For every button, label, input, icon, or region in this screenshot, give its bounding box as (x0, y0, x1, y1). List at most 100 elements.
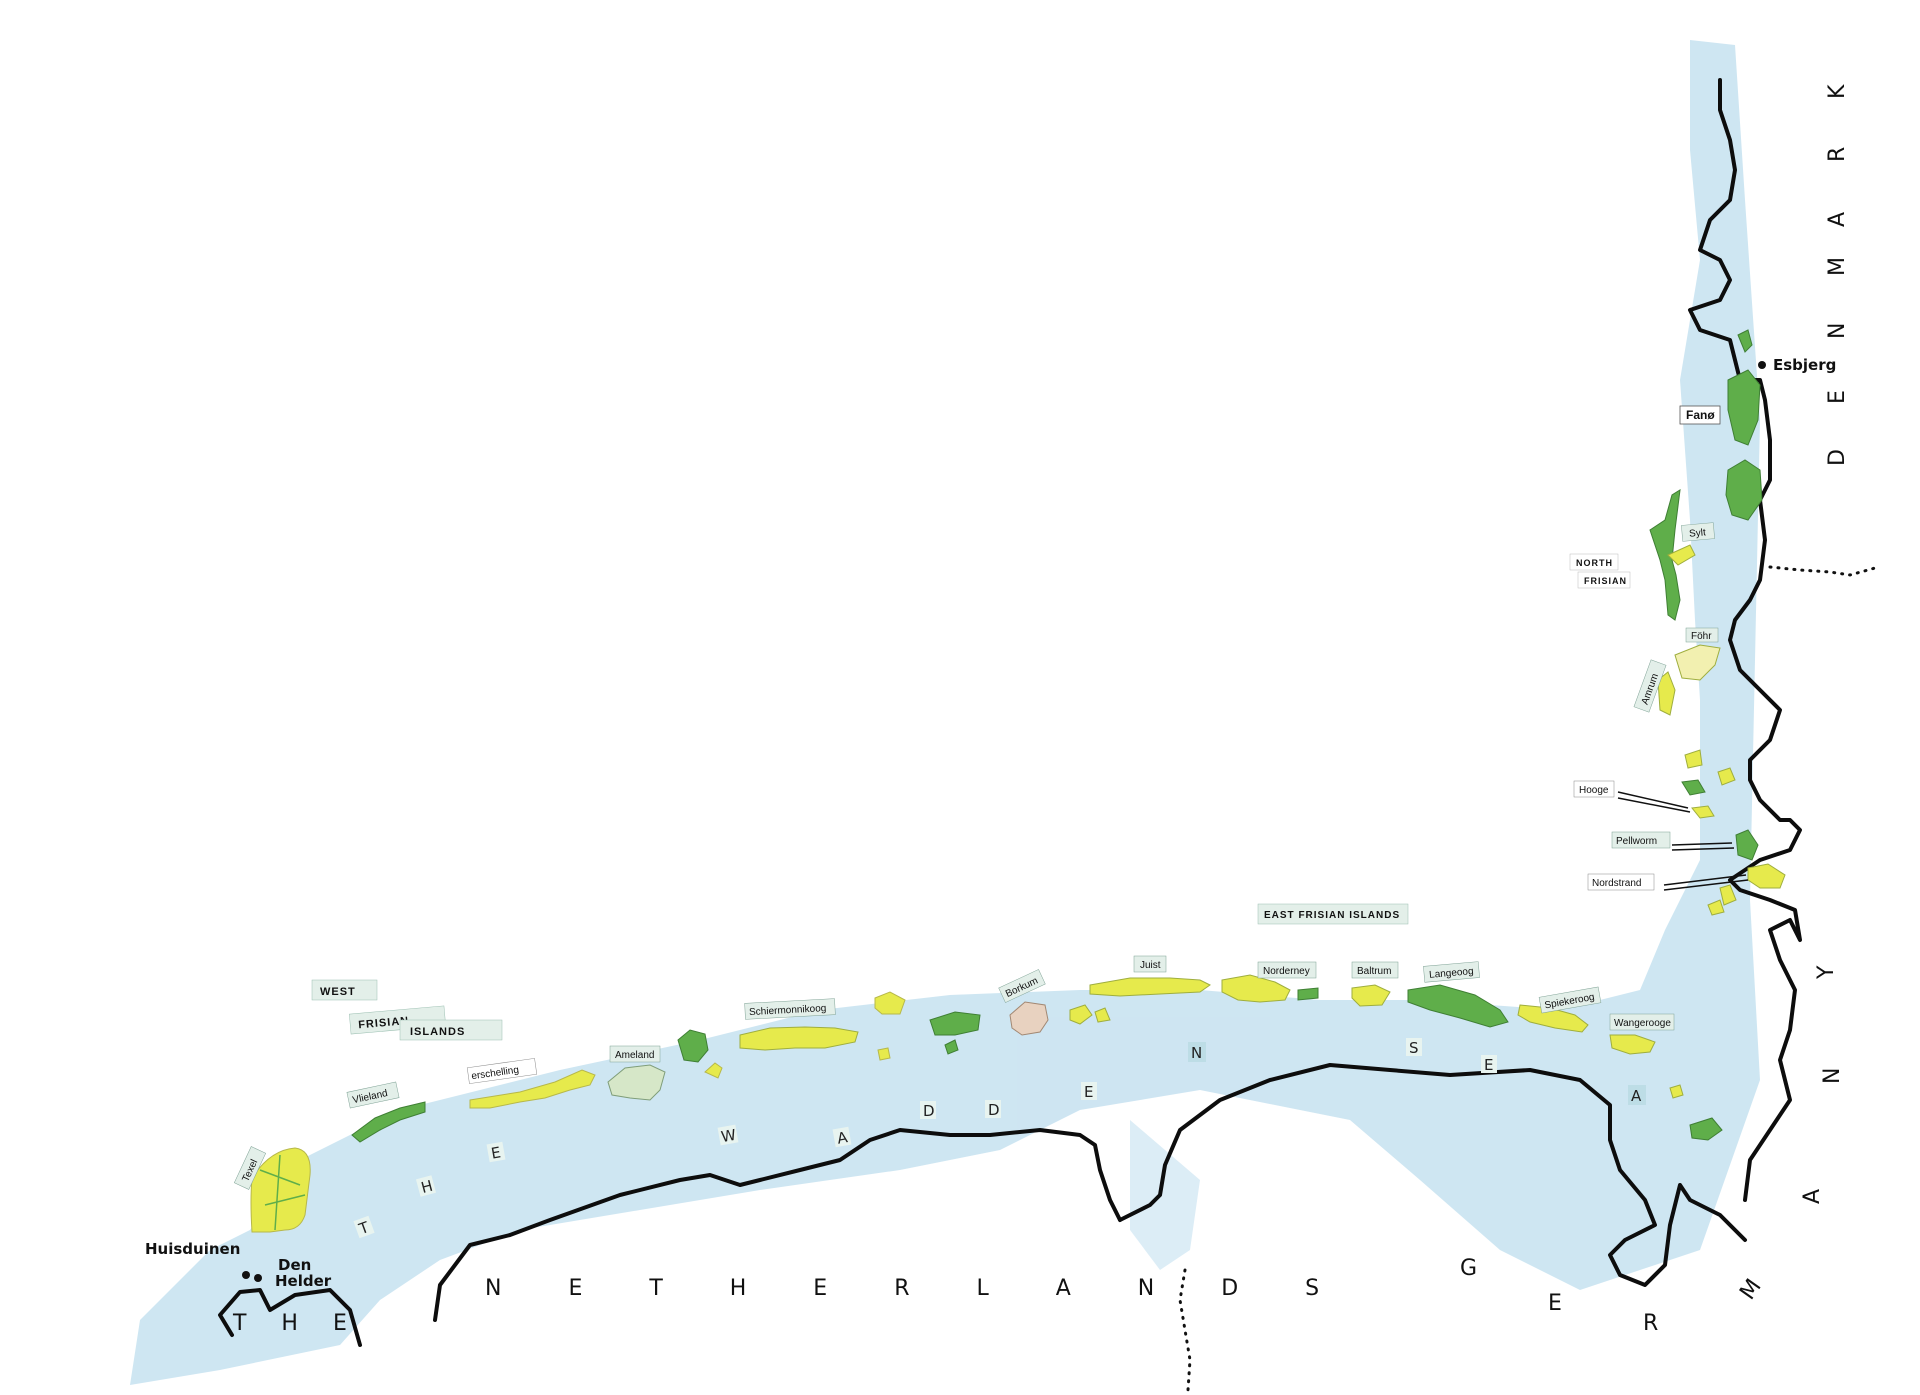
label-sylt[interactable]: Sylt (1681, 522, 1715, 542)
svg-text:WEST: WEST (320, 986, 356, 998)
country-germany-letter-7: Y (1814, 964, 1839, 980)
svg-text:W: W (720, 1126, 738, 1146)
label-vlieland[interactable]: Vlieland (346, 1081, 400, 1109)
label-pellworm[interactable]: Pellworm (1611, 831, 1671, 849)
label-north-frisian-1: NORTH (1569, 553, 1619, 571)
country-germany-letter-1: G (1460, 1256, 1479, 1281)
island-fohr[interactable] (1674, 644, 1721, 681)
town-den-helder-line1: Den (278, 1256, 311, 1274)
country-denmark-letter-4: M (1825, 255, 1850, 276)
label-langeoog[interactable]: Langeoog (1423, 961, 1480, 983)
label-north-frisian-2: FRISIAN (1577, 571, 1631, 589)
island-schiermonnikoog[interactable] (739, 1026, 859, 1051)
island-romo (1725, 459, 1763, 521)
sea-tile-8: E (1081, 1082, 1097, 1101)
sea-tile-12: A (1628, 1085, 1646, 1105)
svg-text:NORTH: NORTH (1576, 558, 1613, 568)
svg-text:Pellworm: Pellworm (1616, 836, 1657, 847)
islet-memmert (1069, 1004, 1093, 1025)
country-netherlands-prefix: T H E (232, 1311, 361, 1336)
sea-tile-2: H (415, 1175, 437, 1197)
leader-lines (1617, 791, 1749, 891)
label-baltrum[interactable]: Baltrum (1351, 961, 1399, 979)
svg-text:Schiermonnikoog: Schiermonnikoog (749, 1003, 827, 1018)
island-nordstrand[interactable] (1747, 863, 1786, 889)
island-sylt-spit (1667, 544, 1696, 566)
island-hooge[interactable] (1691, 805, 1715, 819)
country-denmark-letter-3: N (1825, 321, 1850, 339)
country-denmark-letter-7: K (1825, 83, 1850, 99)
island-ameland[interactable] (607, 1064, 666, 1101)
svg-text:FRISIAN: FRISIAN (358, 1015, 410, 1031)
svg-text:D: D (923, 1102, 935, 1120)
svg-text:Sylt: Sylt (1689, 527, 1707, 539)
islet-rottum (874, 991, 906, 1015)
island-texel[interactable] (250, 1147, 311, 1233)
svg-text:FRISIAN: FRISIAN (1584, 576, 1627, 586)
town-huisduinen: Huisduinen (145, 1240, 240, 1258)
island-pellworm[interactable] (1735, 829, 1759, 861)
label-schiermonnikoog[interactable]: Schiermonnikoog (744, 998, 836, 1020)
svg-text:E: E (1484, 1056, 1493, 1074)
island-langeoog[interactable] (1407, 984, 1509, 1028)
islet-neuwerk (1689, 1117, 1723, 1141)
svg-text:Hooge: Hooge (1579, 785, 1609, 796)
island-baltrum[interactable] (1351, 984, 1391, 1007)
sea-tile-6: D (920, 1101, 936, 1120)
svg-text:E: E (1084, 1083, 1093, 1101)
island-amrum[interactable] (1657, 671, 1676, 716)
country-germany-letter-3: R (1643, 1311, 1660, 1336)
country-germany-letter-5: A (1800, 1187, 1825, 1204)
islet-small-4 (1094, 1007, 1111, 1023)
country-denmark-letter-2: E (1825, 388, 1850, 404)
island-fano[interactable] (1727, 369, 1761, 446)
country-netherlands: N E T H E R L A N D S (485, 1276, 1349, 1301)
islet-hallig-3 (1681, 779, 1706, 796)
label-fano[interactable]: Fanø (1679, 405, 1721, 425)
sea-tile-9: N (1188, 1042, 1206, 1062)
islet-skallingen (1737, 329, 1753, 353)
national-borders (1178, 565, 1877, 1392)
svg-text:Ameland: Ameland (615, 1050, 654, 1061)
islet-small-1 (704, 1062, 723, 1079)
svg-text:A: A (1631, 1087, 1642, 1105)
town-markers (242, 361, 1766, 1282)
island-terschelling[interactable] (469, 1069, 596, 1109)
sea-tile-11: E (1481, 1055, 1497, 1074)
label-norderney[interactable]: Norderney (1257, 961, 1317, 979)
island-wangerooge[interactable] (1609, 1034, 1656, 1055)
svg-text:Juist: Juist (1140, 960, 1161, 971)
svg-text:ISLANDS: ISLANDS (410, 1026, 465, 1038)
svg-text:E: E (490, 1143, 502, 1162)
islet-small-3 (944, 1039, 959, 1055)
islet-small-5 (1297, 987, 1319, 1001)
island-labels: Texel Vlieland erschelling Ameland Schie… (233, 405, 1721, 1190)
label-fohr[interactable]: Föhr (1685, 627, 1719, 643)
svg-text:Norderney: Norderney (1263, 966, 1310, 977)
country-denmark-letter-6: R (1825, 145, 1850, 162)
svg-text:Fanø: Fanø (1686, 408, 1715, 422)
label-juist[interactable]: Juist (1133, 955, 1167, 973)
sea-tile-1: T (353, 1215, 375, 1238)
sea-area (130, 40, 1760, 1385)
island-vlieland[interactable] (351, 1101, 426, 1143)
islands (250, 329, 1786, 1233)
country-germany-letter-6: N (1820, 1066, 1845, 1084)
island-borkum[interactable] (1009, 1001, 1049, 1036)
islet-minsener (1669, 1084, 1684, 1099)
label-terschelling[interactable]: erschelling (466, 1058, 538, 1084)
island-juist[interactable] (1089, 977, 1211, 997)
label-nordstrand[interactable]: Nordstrand (1587, 873, 1655, 891)
country-germany-letter-2: E (1548, 1291, 1564, 1316)
island-sylt[interactable] (1649, 489, 1681, 621)
label-hooge[interactable]: Hooge (1573, 780, 1615, 798)
svg-text:Baltrum: Baltrum (1357, 966, 1391, 977)
islet-small-2 (877, 1047, 891, 1061)
islet-lauwersoog (929, 1011, 981, 1036)
label-ameland[interactable]: Ameland (609, 1045, 661, 1063)
svg-text:H: H (419, 1177, 435, 1197)
label-wangerooge[interactable]: Wangerooge (1609, 1013, 1675, 1031)
coastline (218, 78, 1802, 1347)
svg-text:Föhr: Föhr (1691, 631, 1712, 642)
